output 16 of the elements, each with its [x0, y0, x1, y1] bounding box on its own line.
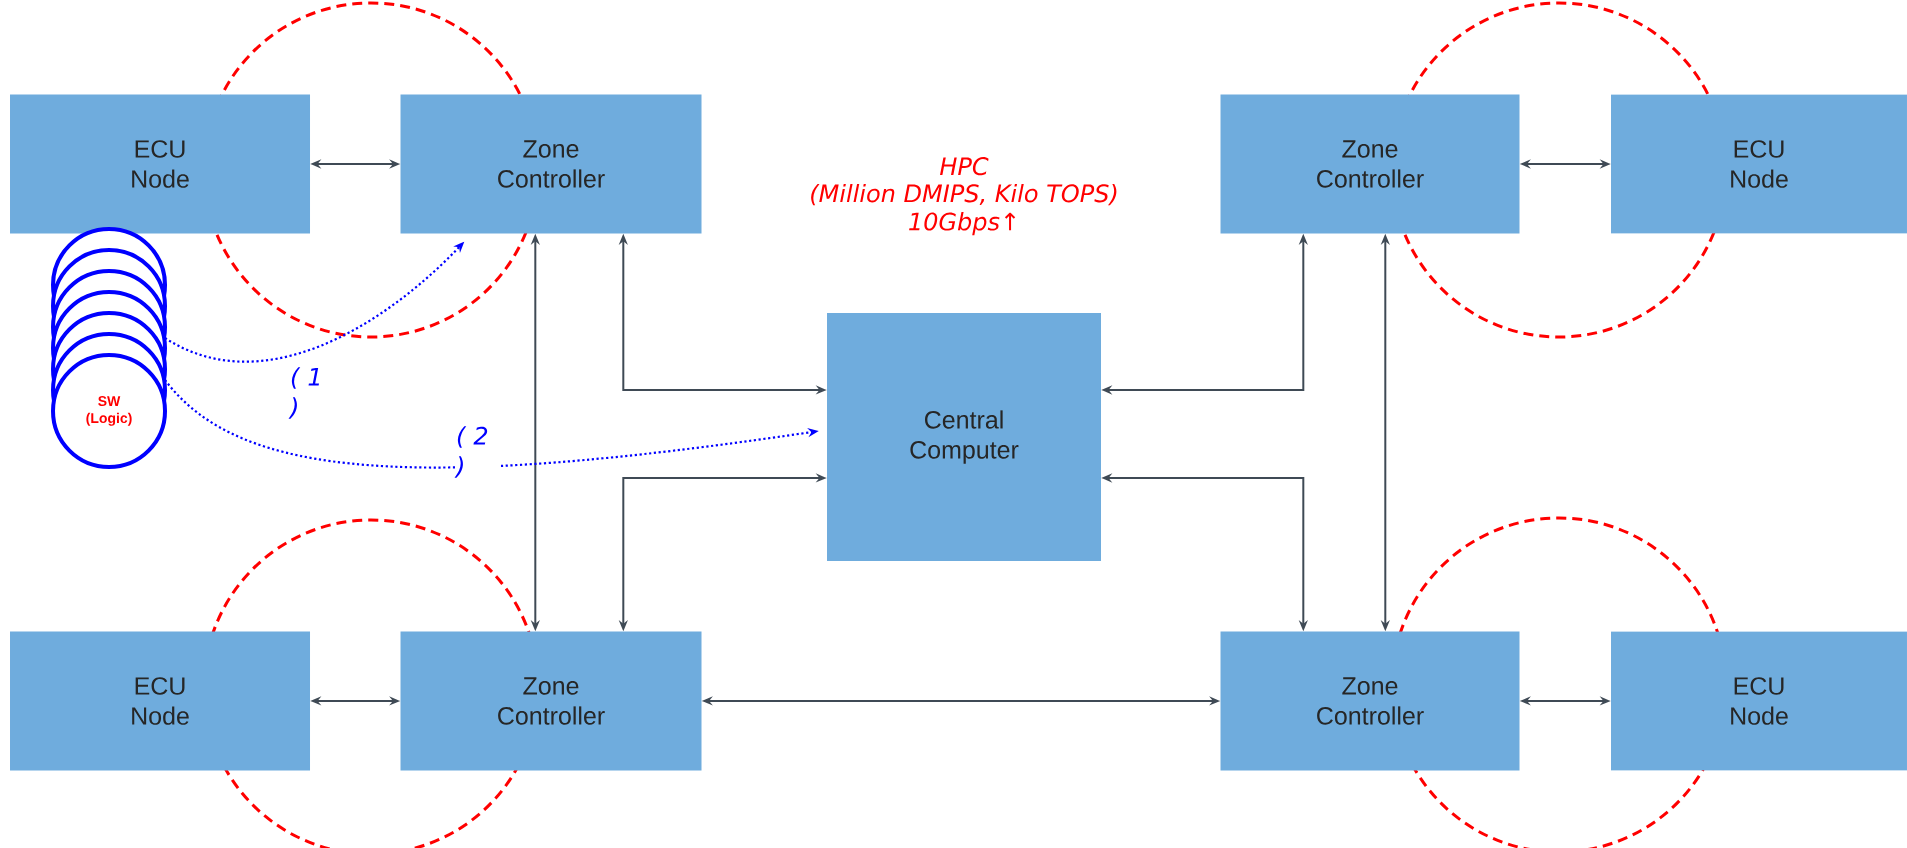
node-label: SW (Logic) [86, 396, 132, 426]
block-box: Zone Controller [1220, 631, 1520, 771]
annotation-text: HPC [940, 157, 989, 176]
block-box: Central Computer [827, 313, 1101, 561]
stacked-circles: SW (Logic) [51, 227, 167, 469]
block-box: Zone Controller [400, 94, 702, 234]
block-box: ECU Node [1611, 631, 1907, 771]
block-box: ECU Node [1611, 94, 1907, 234]
block-box: Zone Controller [1220, 94, 1520, 234]
edge-label: ( 2 ) [454, 425, 501, 479]
annotation-text: 10Gbps↑ [909, 212, 1016, 236]
block-box: Zone Controller [400, 631, 702, 771]
block-box: ECU Node [10, 94, 310, 234]
edge-label: ( 1 ) [288, 366, 335, 420]
block-box: ECU Node [10, 631, 310, 771]
annotation-text: (Million DMIPS, Kilo TOPS) [811, 183, 1117, 206]
